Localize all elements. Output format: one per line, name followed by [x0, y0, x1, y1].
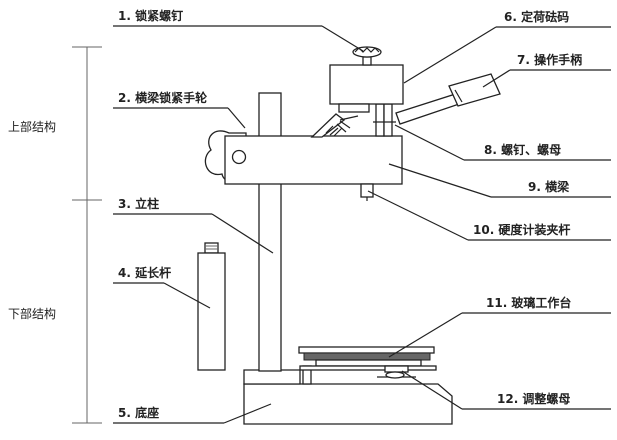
label-adjusting-nut: 12. 调整螺母 [497, 391, 570, 406]
label-screw-nut: 8. 螺钉、螺母 [484, 142, 561, 157]
label-operation-handle: 7. 操作手柄 [517, 52, 582, 67]
locking-screw [352, 46, 382, 66]
leader-lines [113, 25, 611, 424]
vertical-rods [373, 103, 396, 137]
section-label-upper: 上部结构 [8, 119, 56, 134]
handle-linkage [310, 103, 370, 138]
label-glass-worktable: 11. 玻璃工作台 [486, 295, 571, 310]
label-tester-clamp-rod: 10. 硬度计装夹杆 [473, 222, 570, 237]
operation-handle [395, 73, 501, 125]
label-column: 3. 立柱 [118, 196, 159, 211]
crossbeam [224, 135, 403, 185]
base [243, 365, 453, 425]
section-label-lower: 下部结构 [8, 306, 56, 321]
section-bracket [72, 46, 102, 424]
adjusting-nut [377, 365, 416, 379]
load-weight [329, 64, 404, 105]
label-load-weight: 6. 定荷砝码 [504, 9, 569, 24]
column [258, 92, 282, 372]
label-crossbeam: 9. 横梁 [528, 179, 569, 194]
label-extension-rod: 4. 延长杆 [118, 265, 171, 280]
extension-rod [197, 242, 226, 371]
label-crossbeam-lock-handwheel: 2. 横梁锁紧手轮 [118, 90, 208, 105]
glass-worktable [298, 346, 437, 371]
handwheel-hole [231, 149, 247, 165]
label-locking-screw: 1. 锁紧螺钉 [118, 8, 183, 23]
label-base: 5. 底座 [118, 405, 159, 420]
tester-clamp-rod [360, 183, 374, 201]
